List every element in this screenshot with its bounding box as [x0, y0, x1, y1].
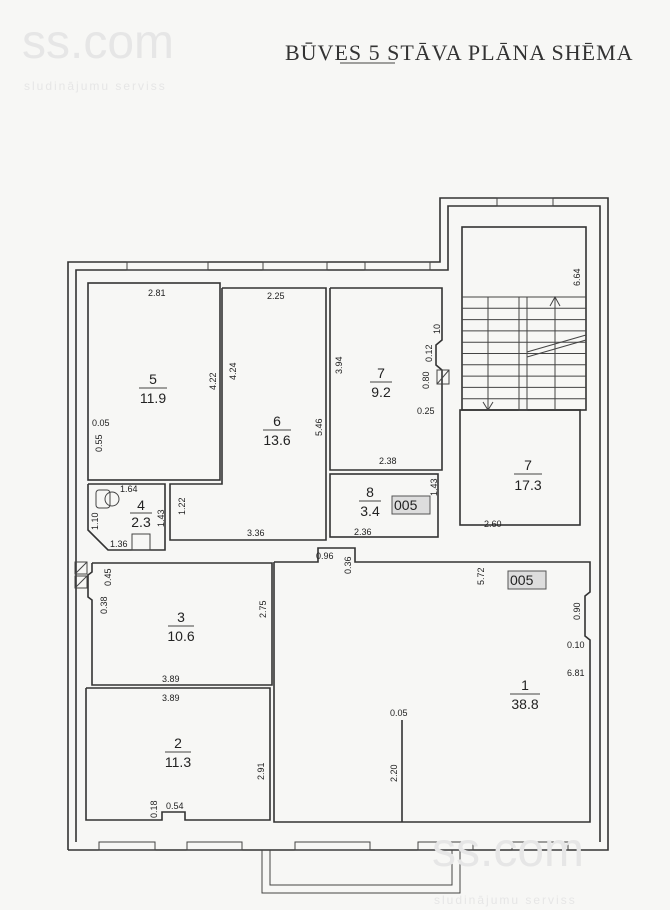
svg-text:0.18: 0.18: [149, 800, 159, 818]
room-1-label: 138.8: [510, 677, 540, 712]
svg-text:5.46: 5.46: [314, 418, 324, 436]
svg-text:2.38: 2.38: [379, 456, 397, 466]
windows: [98, 197, 569, 851]
room-5-outline: [87, 282, 221, 481]
room-8-outline: [329, 473, 439, 538]
svg-text:38.8: 38.8: [511, 696, 538, 712]
room-6-outline: [169, 287, 327, 541]
outer-walls: [67, 197, 609, 894]
room-2-label: 211.3: [165, 735, 191, 770]
svg-text:11.9: 11.9: [140, 390, 166, 406]
svg-text:2.25: 2.25: [267, 291, 285, 301]
svg-text:0.54: 0.54: [166, 801, 184, 811]
room-5-label: 511.9: [139, 371, 167, 406]
svg-text:13.6: 13.6: [263, 432, 290, 448]
svg-text:2.81: 2.81: [148, 288, 166, 298]
svg-text:2.20: 2.20: [389, 764, 399, 782]
room-7-label: 79.2: [370, 365, 392, 400]
svg-text:11.3: 11.3: [165, 754, 191, 770]
svg-text:0.96: 0.96: [316, 551, 334, 561]
svg-text:17.3: 17.3: [514, 477, 541, 493]
svg-text:2: 2: [174, 735, 182, 751]
svg-text:1.36: 1.36: [110, 539, 128, 549]
room-3-label: 310.6: [167, 609, 194, 644]
svg-text:3.36: 3.36: [247, 528, 265, 538]
watermark-tagline: sludinājumu serviss: [434, 893, 577, 907]
svg-text:3: 3: [177, 609, 185, 625]
svg-text:10.6: 10.6: [167, 628, 194, 644]
svg-text:0.80: 0.80: [421, 371, 431, 389]
stairs: [462, 295, 587, 411]
room-2-outline: [85, 687, 271, 821]
svg-text:4: 4: [137, 497, 145, 513]
svg-text:3.89: 3.89: [162, 674, 180, 684]
svg-text:3.89: 3.89: [162, 693, 180, 703]
watermark-logo: ss.com: [22, 16, 174, 69]
svg-text:7: 7: [377, 365, 385, 381]
svg-text:5: 5: [149, 371, 157, 387]
dimension-labels: 2.81 4.22 0.05 0.55 2.25 4.24 5.46 3.94 …: [90, 268, 585, 818]
svg-text:0.05: 0.05: [92, 418, 110, 428]
room-7-outline: [329, 287, 443, 471]
room-8-label: 83.4: [359, 484, 381, 519]
svg-text:0.05: 0.05: [390, 708, 408, 718]
svg-text:0.36: 0.36: [343, 556, 353, 574]
watermark-logo: ss.com: [432, 824, 584, 877]
svg-text:0.25: 0.25: [417, 406, 435, 416]
room-labels: 138.8 211.3 310.6 42.3 511.9 613.6 79.2 …: [130, 365, 542, 770]
svg-text:5.72: 5.72: [476, 567, 486, 585]
svg-text:1.43: 1.43: [156, 509, 166, 527]
svg-text:4.22: 4.22: [208, 372, 218, 390]
svg-text:3.94: 3.94: [334, 356, 344, 374]
room-3-outline: [87, 562, 273, 686]
svg-text:10: 10: [432, 324, 442, 334]
svg-text:6.64: 6.64: [572, 268, 582, 286]
watermark-top: ss.com sludinājumu serviss: [22, 16, 174, 93]
svg-text:2.36: 2.36: [354, 527, 372, 537]
svg-text:3.4: 3.4: [360, 503, 380, 519]
svg-text:6: 6: [273, 413, 281, 429]
svg-text:2.91: 2.91: [256, 762, 266, 780]
svg-text:0.90: 0.90: [572, 602, 582, 620]
vent-icons: [74, 369, 450, 589]
svg-text:0.38: 0.38: [99, 596, 109, 614]
plan-title: BŪVES 5 STĀVA PLĀNA SHĒMA: [285, 40, 634, 65]
svg-text:4.24: 4.24: [228, 362, 238, 380]
svg-text:6.81: 6.81: [567, 668, 585, 678]
svg-text:1.43: 1.43: [429, 478, 439, 496]
svg-text:1.64: 1.64: [120, 484, 138, 494]
svg-text:0.45: 0.45: [103, 568, 113, 586]
svg-text:0.12: 0.12: [424, 344, 434, 362]
watermark-bottom: ss.com sludinājumu serviss: [432, 824, 584, 907]
svg-text:2.3: 2.3: [131, 514, 151, 530]
room-6-label: 613.6: [263, 413, 291, 448]
svg-text:0.10: 0.10: [567, 640, 585, 650]
room-7-stair-outline: [459, 409, 581, 526]
tag-005: 005: [510, 572, 534, 588]
interior-walls: [85, 226, 591, 823]
toilet-icon: [95, 489, 151, 551]
svg-text:9.2: 9.2: [371, 384, 391, 400]
tags: 005 005: [391, 495, 547, 590]
svg-text:2.60: 2.60: [484, 519, 502, 529]
room-4-label: 42.3: [130, 497, 152, 530]
room-7-stair-label: 717.3: [514, 457, 542, 493]
svg-text:0.55: 0.55: [94, 434, 104, 452]
svg-text:1: 1: [521, 677, 529, 693]
tag-005: 005: [394, 497, 418, 513]
svg-text:2.75: 2.75: [258, 600, 268, 618]
room-1-outline: [273, 547, 591, 823]
stair-outline: [461, 226, 587, 411]
svg-text:1.22: 1.22: [177, 497, 187, 515]
svg-text:1.10: 1.10: [90, 512, 100, 530]
watermark-tagline: sludinājumu serviss: [24, 79, 167, 93]
svg-text:7: 7: [524, 457, 532, 473]
svg-text:8: 8: [366, 484, 374, 500]
